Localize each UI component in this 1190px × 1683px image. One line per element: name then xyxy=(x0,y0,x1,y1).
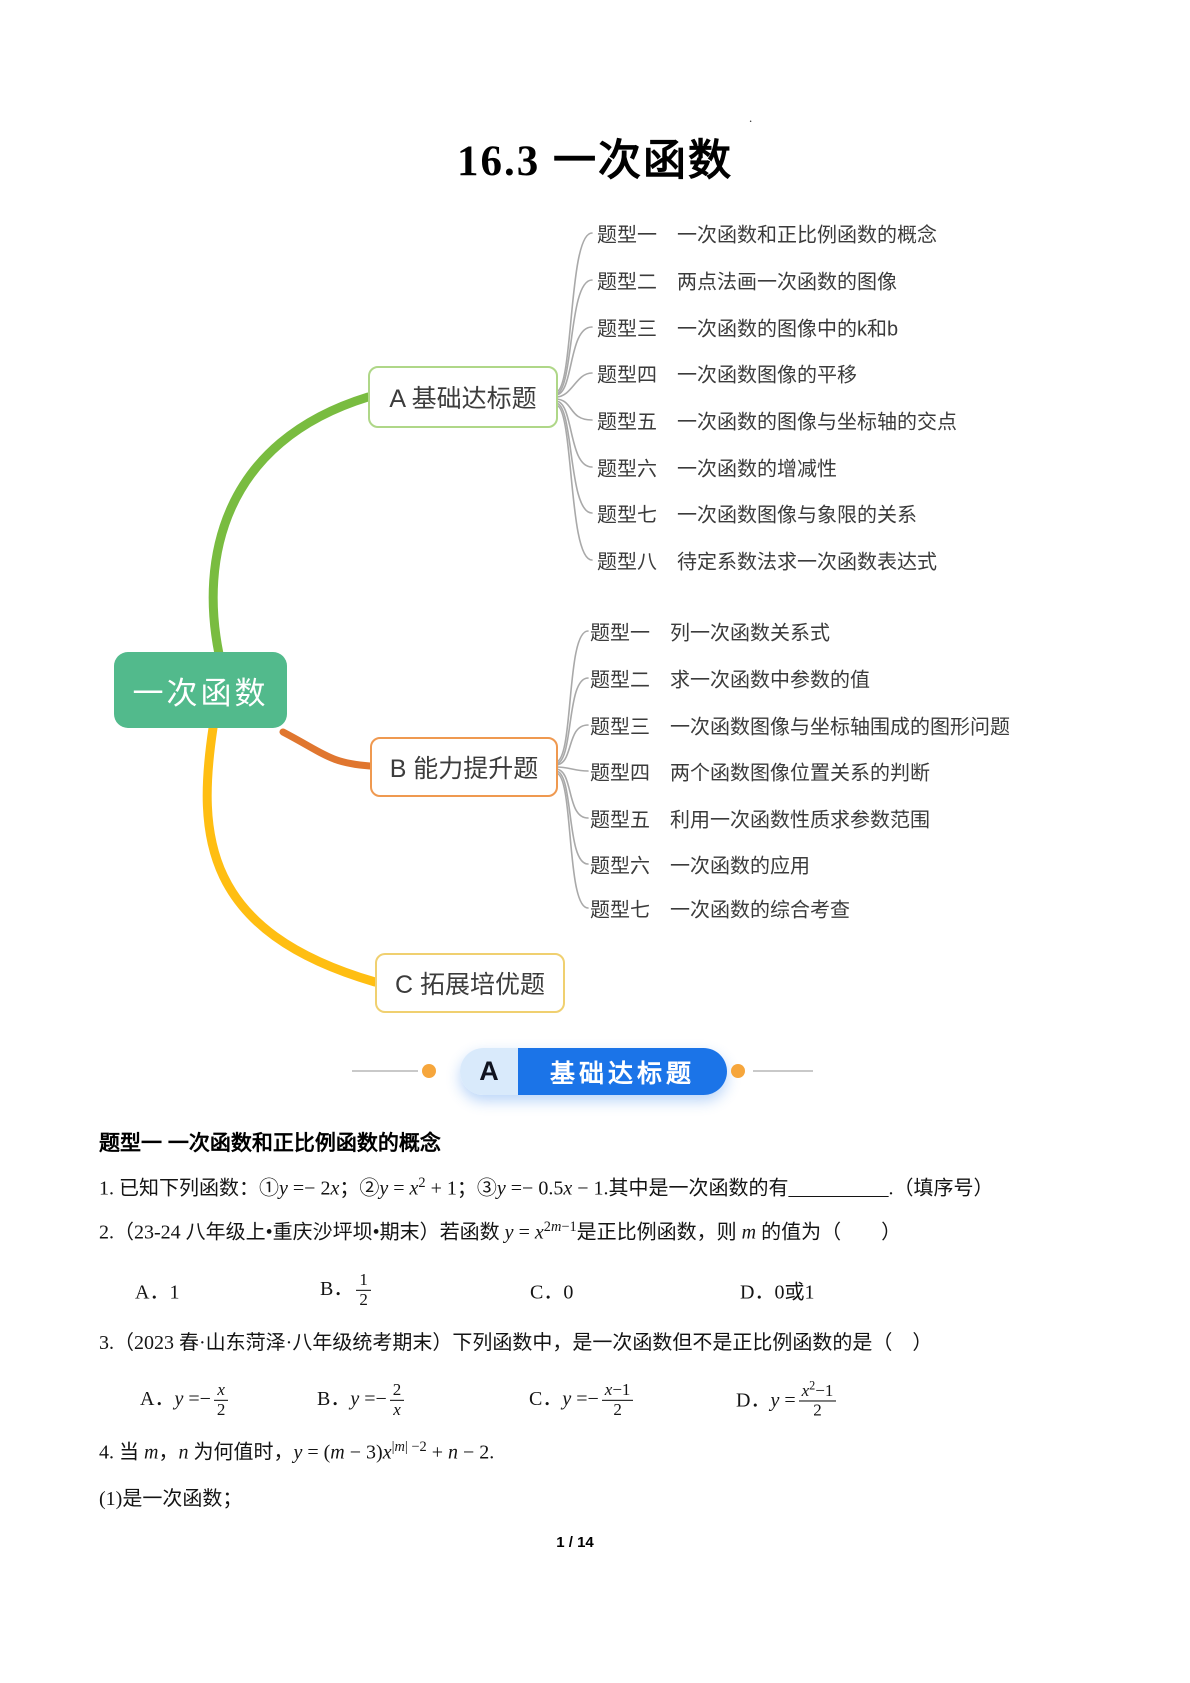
question-1: 1. 已知下列函数：①y =− 2x；②y = x2 + 1；③y =− 0.5… xyxy=(99,1175,994,1200)
branch-a-curve xyxy=(208,392,373,659)
mindmap-branch-c-node: C 拓展培优题 xyxy=(375,953,565,1013)
mindmap-leaf: 题型六 一次函数的应用 xyxy=(590,855,810,878)
branch-b-curve xyxy=(279,728,374,770)
banner-left-dot xyxy=(422,1064,436,1078)
mindmap-leaf: 题型二 求一次函数中参数的值 xyxy=(590,669,870,692)
mindmap-branch-b-node: B 能力提升题 xyxy=(370,737,558,797)
mindmap-leaf: 题型八 待定系数法求一次函数表达式 xyxy=(597,551,937,574)
mindmap-leaf: 题型四 一次函数图像的平移 xyxy=(597,364,857,387)
section-banner: A 基础达标题 xyxy=(460,1048,728,1095)
page-number: 1 / 14 xyxy=(556,1534,594,1551)
option-c: C．0 xyxy=(530,1281,574,1304)
mindmap-leaf: 题型四 两个函数图像位置关系的判断 xyxy=(590,762,930,785)
mindmap-branch-a-node: A 基础达标题 xyxy=(368,366,558,428)
mindmap-leaf: 题型一 一次函数和正比例函数的概念 xyxy=(597,224,937,247)
branch-a-leaf-connectors xyxy=(555,232,593,561)
mindmap-leaf: 题型二 两点法画一次函数的图像 xyxy=(597,271,897,294)
question-4: 4. 当 m，n 为何值时，y = (m − 3)x|m| −2 + n − 2… xyxy=(99,1439,495,1464)
branch-b-leaf-connectors xyxy=(555,630,589,909)
mindmap-leaf: 题型五 一次函数的图像与坐标轴的交点 xyxy=(597,411,957,434)
option-d: D．0或1 xyxy=(740,1281,815,1304)
mindmap-leaf: 题型三 一次函数的图像中的k和b xyxy=(597,318,899,341)
question-4-part-1: (1)是一次函数； xyxy=(99,1488,243,1510)
page-title: 16.3 一次函数 xyxy=(457,138,733,185)
banner-label: 基础达标题 xyxy=(518,1048,728,1095)
topic-heading: 题型一 一次函数和正比例函数的概念 xyxy=(99,1132,441,1155)
banner-letter: A xyxy=(460,1048,518,1095)
banner-left-line xyxy=(352,1070,418,1072)
mindmap-root-node: 一次函数 xyxy=(114,652,287,728)
mindmap-leaf: 题型六 一次函数的增减性 xyxy=(597,458,837,481)
stray-mark: . xyxy=(749,110,753,125)
mindmap-leaf: 题型七 一次函数图像与象限的关系 xyxy=(597,504,917,527)
mindmap-leaf: 题型三 一次函数图像与坐标轴围成的图形问题 xyxy=(590,716,1010,739)
banner-right-dot xyxy=(731,1064,745,1078)
option-a: A．1 xyxy=(135,1281,180,1304)
question-2: 2.（23-24 八年级上•重庆沙坪坝•期末）若函数 y = x2m−1是正比例… xyxy=(99,1219,902,1244)
mindmap-leaf: 题型一 列一次函数关系式 xyxy=(590,622,830,645)
branch-c-curve xyxy=(202,723,380,987)
mindmap-leaf: 题型五 利用一次函数性质求参数范围 xyxy=(590,809,930,832)
banner-right-line xyxy=(753,1070,813,1072)
mindmap-leaf: 题型七 一次函数的综合考查 xyxy=(590,899,850,922)
question-3: 3.（2023 春·山东菏泽·八年级统考期末）下列函数中，是一次函数但不是正比例… xyxy=(99,1332,933,1354)
